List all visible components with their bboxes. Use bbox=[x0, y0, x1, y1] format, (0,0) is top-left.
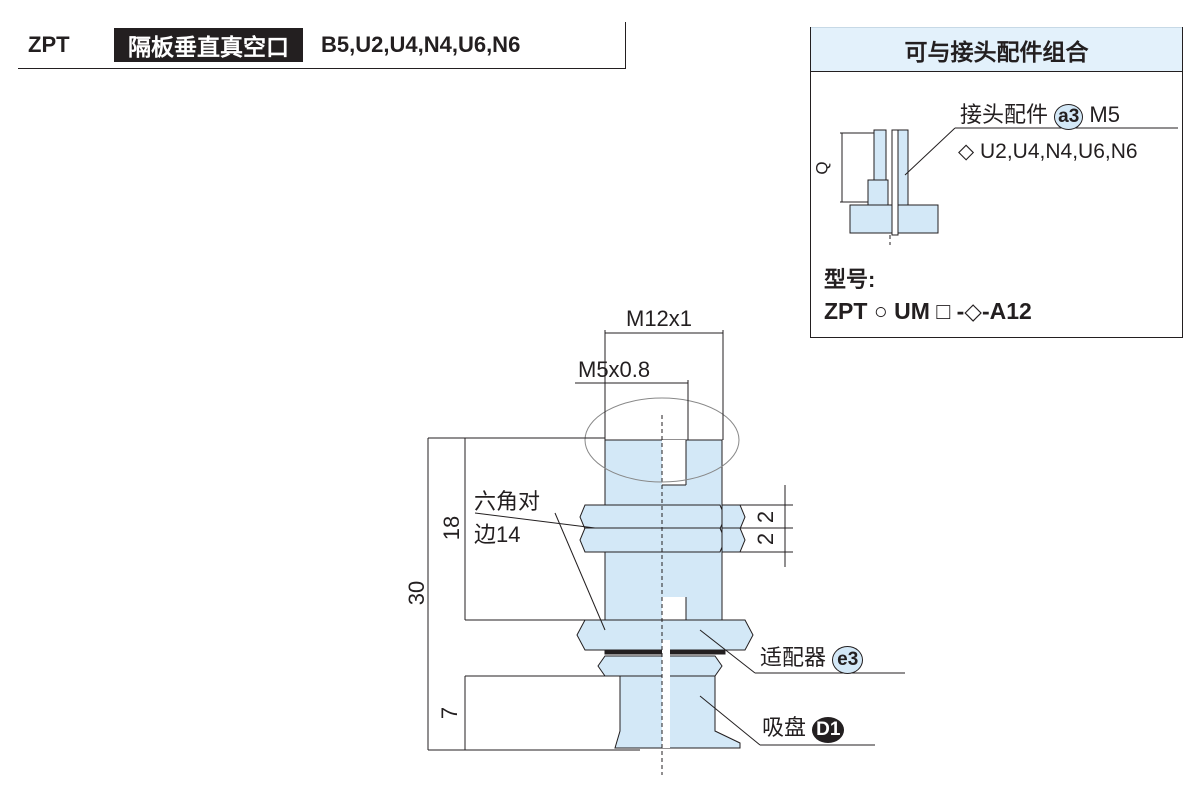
diamond-placeholder-icon: ◇ bbox=[964, 298, 982, 324]
adapter-badge: e3 bbox=[832, 646, 864, 674]
dim-lower: 7 bbox=[437, 706, 463, 720]
hex-label-1: 六角对 bbox=[474, 489, 541, 514]
dim-upper: 18 bbox=[439, 515, 465, 541]
mount-type-tag: 隔板垂直真空口 bbox=[114, 28, 303, 62]
fitting-thread: M5 bbox=[1089, 102, 1120, 127]
header-bar: ZPT 隔板垂直真空口 B5,U2,U4,N4,U6,N6 bbox=[18, 22, 626, 69]
model-um: UM bbox=[894, 298, 930, 324]
series-code: ZPT bbox=[28, 32, 70, 57]
fitting-thumbnail bbox=[840, 127, 1178, 245]
pad-callout: 吸盘 D1 bbox=[762, 710, 845, 743]
dim-q: Q bbox=[812, 161, 832, 175]
variant-list: B5,U2,U4,N4,U6,N6 bbox=[321, 32, 521, 57]
model-suffix: -A12 bbox=[981, 298, 1032, 324]
dimension-lines bbox=[427, 330, 905, 751]
model-label: 型号: bbox=[824, 267, 876, 292]
fitting-badge: a3 bbox=[1054, 104, 1084, 130]
fitting-options-row: ◇ U2,U4,N4,U6,N6 bbox=[958, 139, 1138, 164]
pad-label: 吸盘 bbox=[762, 715, 807, 740]
hex-label-2: 边14 bbox=[474, 522, 521, 547]
circle-placeholder-icon: ○ bbox=[873, 298, 888, 324]
dim-nut-b: 2 bbox=[753, 532, 779, 546]
fitting-combination-panel: 可与接头配件组合 bbox=[810, 27, 1183, 338]
panel-title: 可与接头配件组合 bbox=[811, 27, 1182, 72]
dim-nut-a: 2 bbox=[753, 510, 779, 524]
model-prefix: ZPT bbox=[824, 298, 868, 324]
square-placeholder-icon: □ bbox=[936, 298, 951, 324]
adapter-callout: 适配器 e3 bbox=[760, 640, 864, 674]
fitting-label: 接头配件 bbox=[960, 102, 1049, 127]
pad-badge: D1 bbox=[812, 717, 845, 743]
fitting-options: U2,U4,N4,U6,N6 bbox=[980, 140, 1138, 163]
fitting-callout: 接头配件 a3 M5 bbox=[960, 97, 1120, 130]
dim-total: 30 bbox=[404, 580, 430, 606]
diamond-icon: ◇ bbox=[958, 140, 975, 163]
adapter-label: 适配器 bbox=[760, 645, 827, 670]
thread-outer-label: M12x1 bbox=[626, 306, 693, 331]
main-assembly bbox=[576, 397, 754, 775]
model-code: ZPT ○ UM □ -◇-A12 bbox=[824, 298, 1032, 325]
model-dash: - bbox=[956, 298, 965, 324]
thread-inner-label: M5x0.8 bbox=[578, 357, 651, 382]
